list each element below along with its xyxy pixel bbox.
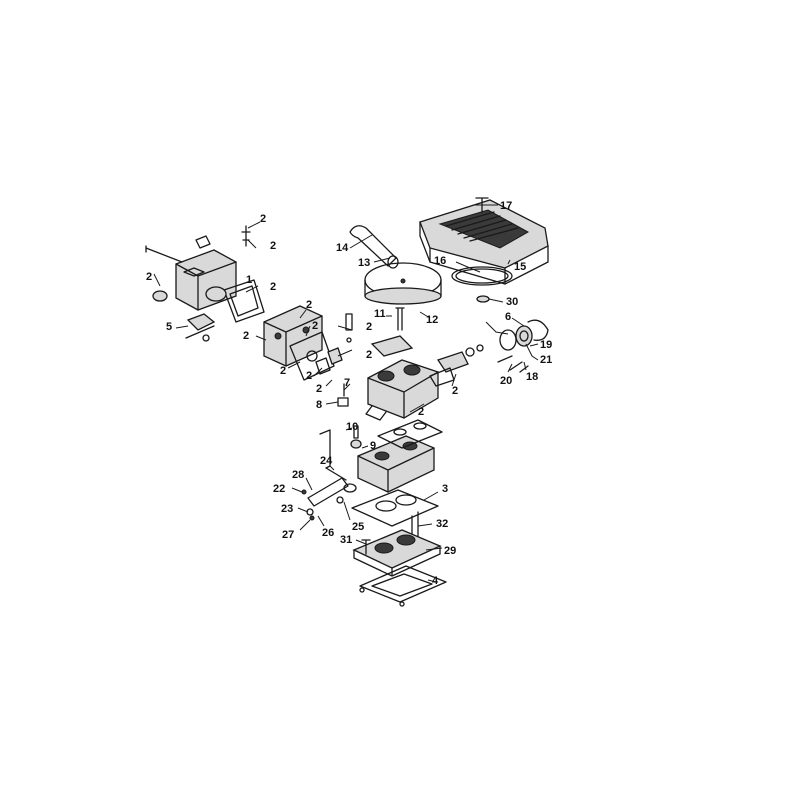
callout-32: 32 (436, 518, 448, 530)
callout-29: 29 (444, 545, 456, 557)
callout-23: 23 (281, 503, 293, 515)
metering-block (263, 305, 323, 367)
callout-2: 2 (146, 271, 152, 283)
callout-12: 12 (426, 314, 438, 326)
throttle-body (357, 435, 435, 493)
callout-2: 2 (243, 330, 249, 342)
callout-2: 2 (306, 299, 312, 311)
callout-18: 18 (526, 371, 538, 383)
breather-hose (349, 225, 399, 269)
adapter-bolt (361, 539, 371, 555)
callout-31: 31 (340, 534, 352, 546)
callout-2: 2 (270, 240, 276, 252)
callout-15: 15 (514, 261, 526, 273)
callout-21: 21 (540, 354, 552, 366)
power-valve (315, 347, 343, 375)
callout-14: 14 (336, 242, 349, 254)
spacer-gasket (351, 489, 439, 527)
callout-24: 24 (320, 455, 333, 467)
adapter-plate (352, 529, 442, 577)
callout-26: 26 (322, 527, 334, 539)
air-cleaner-cover (419, 199, 549, 285)
callout-2: 2 (260, 213, 266, 225)
callout-2: 2 (316, 383, 322, 395)
linkage-rod (319, 429, 347, 481)
needle-seat (241, 225, 251, 247)
callout-19: 19 (540, 339, 552, 351)
callout-25: 25 (352, 521, 364, 533)
choke-screws (497, 355, 529, 373)
callout-16: 16 (434, 255, 446, 267)
callout-22: 22 (273, 483, 285, 495)
callout-2: 2 (366, 349, 372, 361)
callout-27: 27 (282, 529, 294, 541)
callout-8: 8 (316, 399, 322, 411)
bowl-baffle (370, 335, 414, 357)
float (205, 286, 227, 302)
metering-gasket (289, 331, 335, 381)
choke-thermostat (515, 325, 533, 347)
callout-11: 11 (374, 308, 386, 320)
bowl-gasket (223, 279, 265, 323)
callout-17: 17 (500, 200, 512, 212)
fuel-inlet-fitting (152, 290, 168, 302)
callout-13: 13 (358, 257, 370, 269)
air-horn-plate (364, 262, 442, 305)
bowl-screw (145, 245, 183, 263)
callout-2: 2 (306, 370, 312, 382)
vent-plunger (350, 425, 362, 449)
callout-9: 9 (370, 440, 376, 452)
carburetor-main-body (365, 359, 439, 421)
callout-10: 10 (346, 421, 358, 433)
callout-1: 1 (246, 274, 252, 286)
leader-lines (153, 204, 539, 583)
callout-2: 2 (280, 365, 286, 377)
throttle-lever (307, 477, 349, 507)
callout-28: 28 (292, 469, 304, 481)
callout-2: 2 (418, 406, 424, 418)
float-bowl (175, 249, 237, 311)
callout-2: 2 (366, 321, 372, 333)
callout-5: 5 (166, 321, 172, 333)
linkage-spring (343, 483, 357, 493)
accelerator-pump (185, 313, 216, 342)
stud (395, 307, 405, 331)
air-cleaner-washer (476, 295, 490, 303)
callout-30: 30 (506, 296, 518, 308)
callout-2: 2 (452, 385, 458, 397)
callout-7: 7 (344, 377, 350, 389)
callout-6: 6 (505, 311, 511, 323)
air-cleaner-gasket (451, 266, 513, 286)
callout-4: 4 (432, 575, 439, 587)
bowl-clip (195, 235, 211, 249)
throttle-gasket-upper (377, 419, 443, 449)
pump-discharge-fitting (345, 313, 353, 343)
choke-cover (527, 319, 549, 341)
base-gasket (359, 565, 447, 607)
small-screws-linkage (301, 489, 344, 521)
callout-2: 2 (312, 320, 318, 332)
callout-2: 2 (270, 281, 276, 293)
callout-3: 3 (442, 483, 448, 495)
callout-20: 20 (500, 375, 512, 387)
callout-labels: 1 2 2 2 2 2 2 2 2 2 2 2 2 2 2 3 4 5 6 7 … (146, 200, 552, 587)
